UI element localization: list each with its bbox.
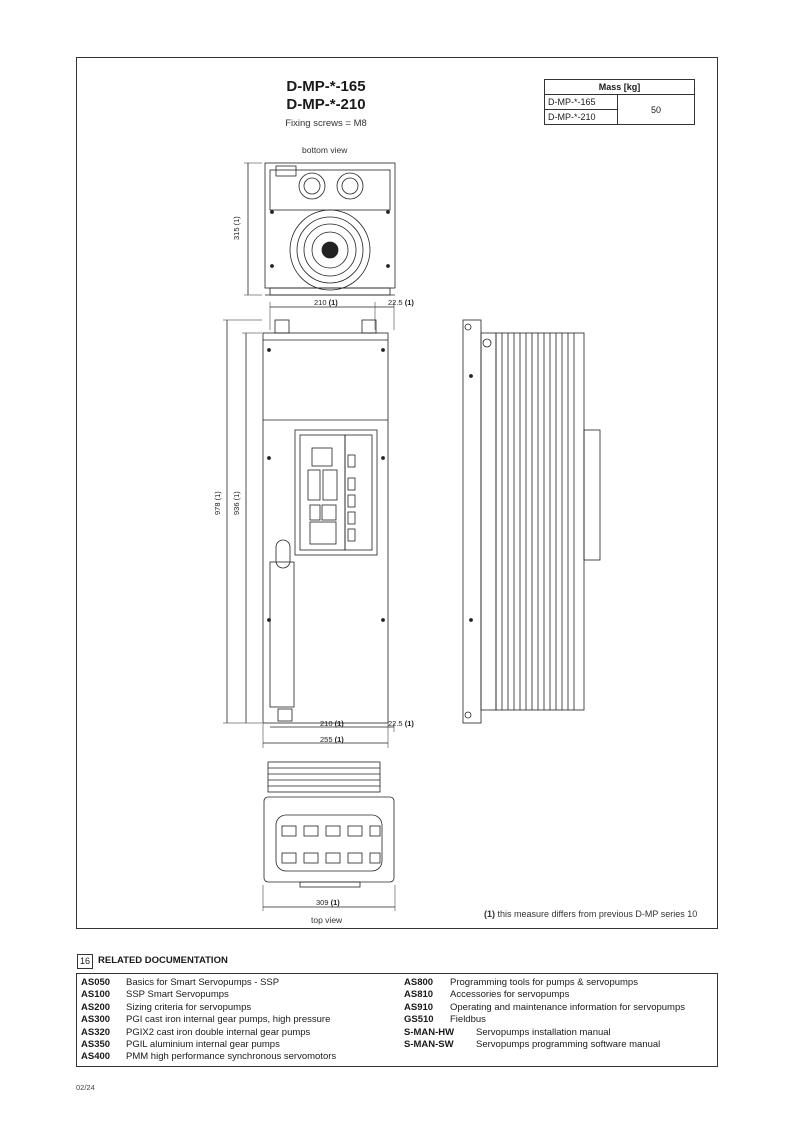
subtitle: Fixing screws = M8 [285, 118, 367, 129]
dimension-22-5-top: 22.5 (1) [388, 298, 414, 307]
bottom-view-label: bottom view [302, 145, 348, 155]
footnote-marker: (1) [484, 909, 495, 919]
dimension-315-lines [244, 162, 262, 296]
footnote-text: this measure differs from previous D-MP … [497, 909, 698, 919]
mass-row-210: D-MP-*-210 [544, 109, 618, 125]
title-line-2: D-MP-*-210 [286, 96, 366, 113]
page-number: 02/24 [76, 1083, 95, 1092]
top-view-drawing [263, 761, 395, 888]
side-view-drawing [462, 319, 601, 724]
bottom-view-drawing [264, 162, 396, 296]
dimension-309: 309 (1) [316, 898, 340, 907]
footnote: (1) this measure differs from previous D… [484, 909, 697, 919]
dimension-210-bottom: 210 (1) [320, 719, 344, 728]
section-title: RELATED DOCUMENTATION [98, 955, 228, 966]
dimension-255: 255 (1) [320, 735, 344, 744]
dimension-978: 978 (1) [213, 491, 222, 515]
top-view-label: top view [311, 915, 343, 925]
title-line-1: D-MP-*-165 [286, 78, 366, 95]
dimension-936: 936 (1) [232, 491, 241, 515]
dimension-210-top: 210 (1) [314, 298, 338, 307]
section-number: 16 [77, 954, 93, 969]
drawing-frame [76, 57, 718, 929]
mass-table: Mass [kg] D-MP-*-165 50 D-MP-*-210 [544, 79, 695, 125]
dimension-22-5-bottom: 22.5 (1) [388, 719, 414, 728]
dimension-315: 315 (1) [232, 216, 241, 240]
front-view-drawing [262, 319, 389, 724]
mass-value: 50 [617, 94, 695, 125]
